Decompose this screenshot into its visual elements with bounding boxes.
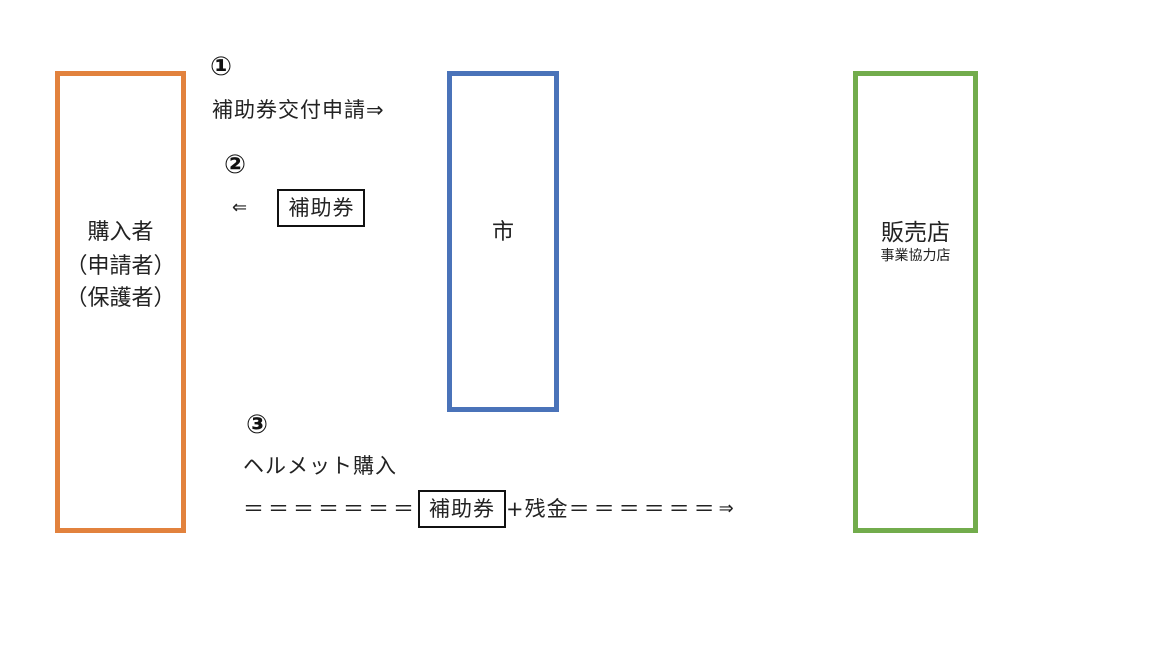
remaining-payment-label: +残金	[506, 497, 569, 521]
shop-subtitle: 事業協力店	[880, 248, 951, 264]
buyer-box: 購入者 （申請者） （保護者）	[55, 71, 186, 533]
buyer-role-applicant: （申請者）	[65, 254, 176, 279]
step-3-flow-row: ＝＝＝＝＝＝＝補助券+残金＝＝＝＝＝＝⇒	[243, 490, 735, 528]
right-arrow-icon: ⇒	[718, 498, 735, 519]
step-3-label: ヘルメット購入	[243, 454, 397, 478]
flow-dashes-left: ＝＝＝＝＝＝＝	[243, 497, 418, 521]
voucher-box: 補助券	[277, 189, 366, 227]
step-1-number: ①	[210, 52, 233, 82]
buyer-label: 購入者 （申請者） （保護者）	[60, 215, 181, 314]
step-2-number: ②	[224, 150, 247, 180]
shop-name: 販売店	[881, 220, 950, 246]
step-3-number: ③	[246, 410, 269, 440]
buyer-name: 購入者	[87, 220, 154, 245]
city-box: 市	[447, 71, 559, 412]
flow-dashes-right: ＝＝＝＝＝＝	[568, 497, 719, 521]
step-2-row: ⇐ 補助券	[232, 189, 366, 227]
buyer-role-guardian: （保護者）	[65, 286, 176, 311]
city-name: 市	[491, 220, 514, 245]
shop-box: 販売店 事業協力店	[853, 71, 978, 533]
step-1-label: 補助券交付申請⇒	[212, 98, 385, 122]
voucher-box: 補助券	[418, 490, 506, 528]
left-arrow-icon: ⇐	[232, 197, 249, 218]
